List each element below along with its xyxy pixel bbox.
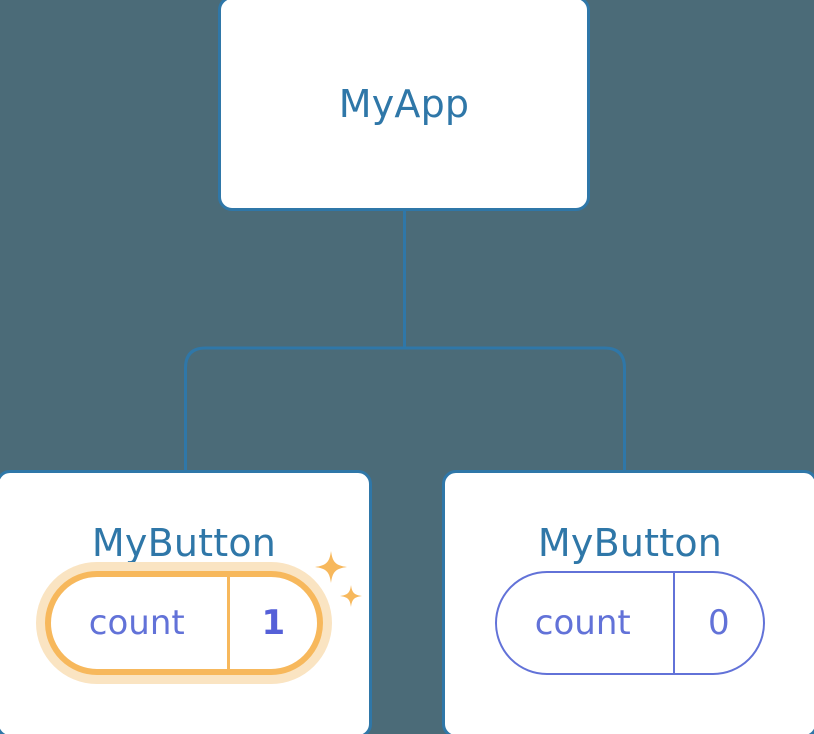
prop-value-right: 0 bbox=[672, 573, 763, 673]
node-card-root[interactable]: MyApp bbox=[218, 0, 590, 211]
node-title-left: MyButton bbox=[91, 521, 277, 565]
prop-pill-wrapper-right: count 0 bbox=[495, 571, 765, 675]
node-title-right: MyButton bbox=[537, 521, 723, 565]
connector-branch-bar bbox=[184, 346, 626, 472]
sparkle-icon-small bbox=[340, 585, 362, 607]
prop-value-left: 1 bbox=[226, 577, 317, 669]
node-card-right[interactable]: MyButton count 0 bbox=[442, 470, 814, 734]
prop-pill-right[interactable]: count 0 bbox=[495, 571, 765, 675]
prop-pill-wrapper-left: count 1 bbox=[45, 551, 362, 675]
prop-pill-left[interactable]: count 1 bbox=[45, 571, 323, 675]
node-card-left[interactable]: MyButton count 1 bbox=[0, 470, 372, 734]
prop-key-right: count bbox=[534, 603, 631, 643]
prop-key-left: count bbox=[88, 603, 185, 643]
node-title-root: MyApp bbox=[338, 82, 470, 126]
